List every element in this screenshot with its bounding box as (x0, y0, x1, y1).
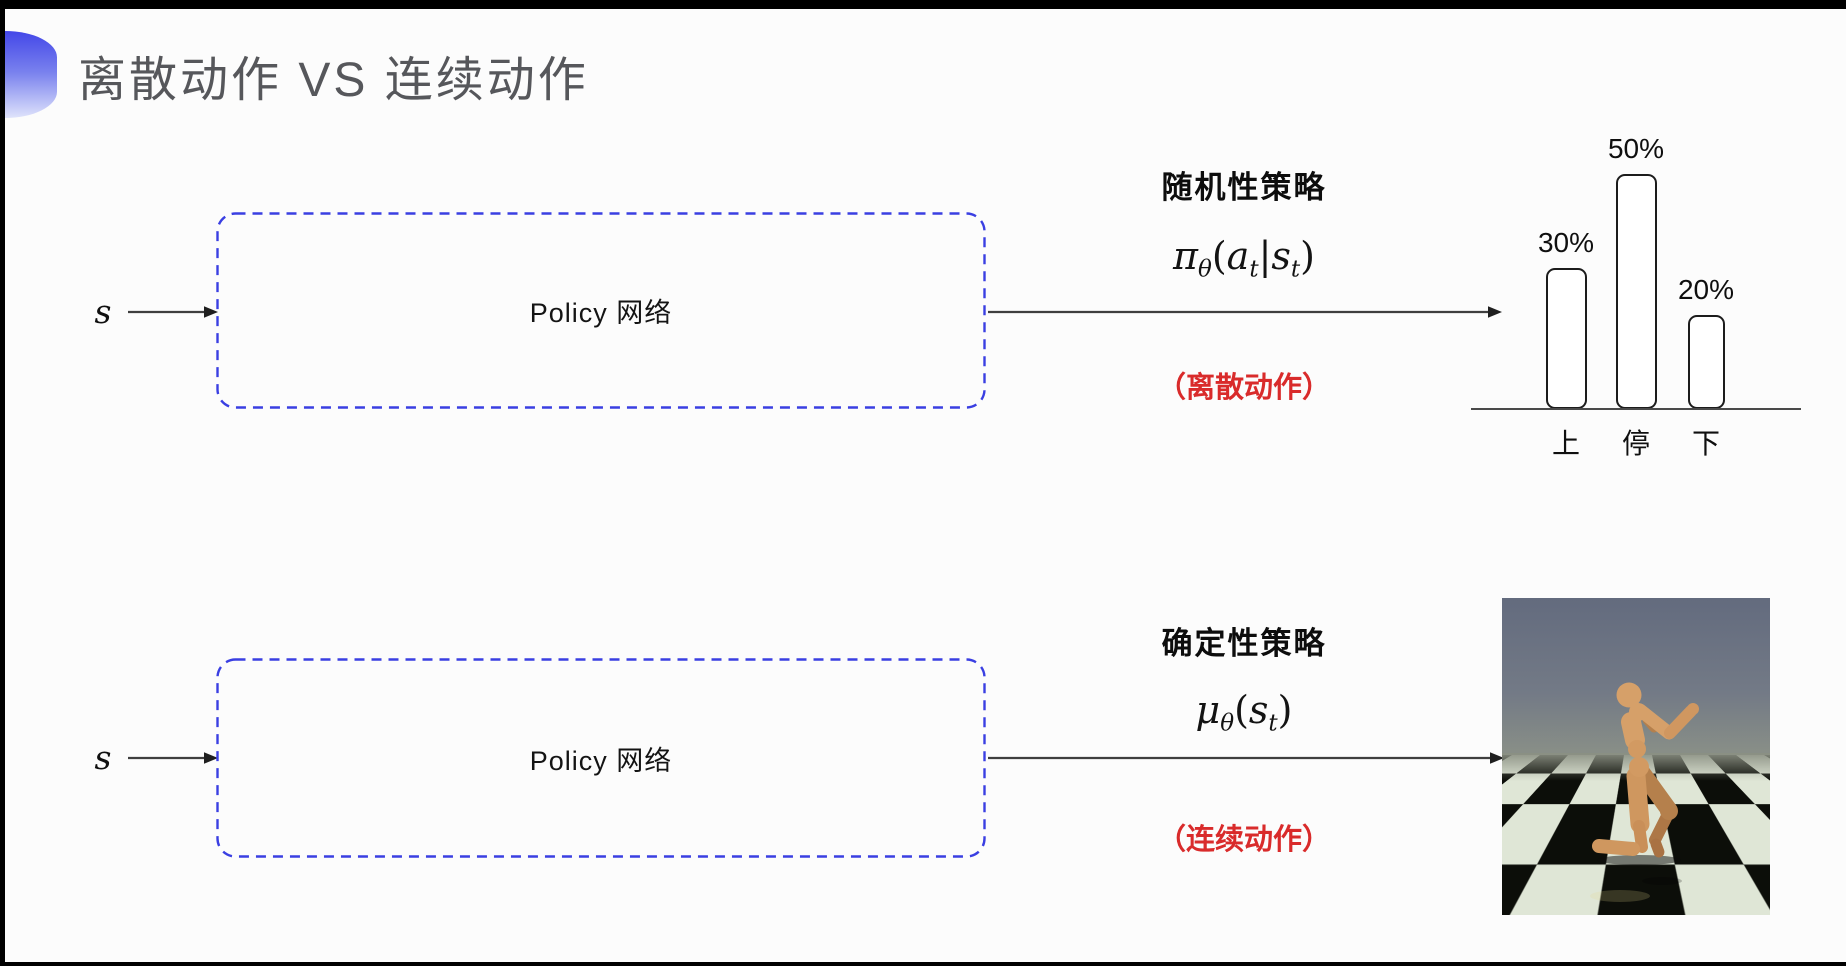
bar-column: 30% (1538, 227, 1594, 409)
deterministic-policy-formula: μθ(st) (1195, 688, 1293, 737)
title-bullet-decoration (5, 31, 57, 118)
bar-category-label: 上 (1551, 428, 1580, 459)
bottom-border-bar (0, 962, 1846, 966)
policy-network-box-bottom: Policy 网络 (216, 658, 986, 858)
top-border-bar (0, 0, 1846, 9)
state-input-label-bottom: s (94, 738, 112, 777)
left-border-bar (0, 0, 5, 966)
bar-column: 20% (1678, 274, 1734, 409)
continuous-action-note: （连续动作） (1156, 824, 1331, 856)
humanoid-simulation-image (1502, 598, 1770, 915)
bar-category-label: 下 (1691, 428, 1720, 459)
bar-category-row: 上停下 (1456, 422, 1816, 462)
probability-bar (1687, 315, 1725, 409)
dashed-border (216, 658, 986, 858)
input-arrow-bottom (128, 752, 218, 764)
deterministic-policy-title: 确定性策略 (1161, 626, 1327, 661)
policy-box-label-top: Policy 网络 (529, 298, 673, 328)
action-probability-chart: 30% 50% 20% 上 停 下 (1456, 110, 1816, 470)
policy-box-label-bottom: Policy 网络 (529, 745, 673, 776)
page-title: 离散动作 VS 连续动作 (78, 54, 589, 107)
policy-network-box-top: Policy 网络 (216, 212, 986, 409)
output-arrow-top (988, 306, 1502, 318)
input-arrow-top (128, 306, 218, 318)
bar-columns: 30% 50% 20% (1456, 110, 1816, 409)
output-arrow-bottom (988, 752, 1504, 764)
state-input-label-top: s (94, 292, 112, 331)
dashed-border (216, 212, 986, 409)
stochastic-policy-formula: πθ(at|st) (1173, 234, 1315, 283)
humanoid-figure (1590, 682, 1699, 902)
bar-category-label: 停 (1621, 428, 1650, 459)
bar-value-label: 50% (1607, 133, 1665, 164)
discrete-action-note: （离散动作） (1156, 372, 1331, 404)
stochastic-policy-title: 随机性策略 (1161, 170, 1327, 205)
bar-column: 50% (1608, 133, 1664, 409)
probability-bar (1545, 268, 1587, 409)
probability-bar (1615, 174, 1657, 409)
bar-value-label: 20% (1677, 274, 1735, 305)
bar-value-label: 30% (1537, 227, 1595, 258)
chart-baseline (1471, 408, 1801, 410)
